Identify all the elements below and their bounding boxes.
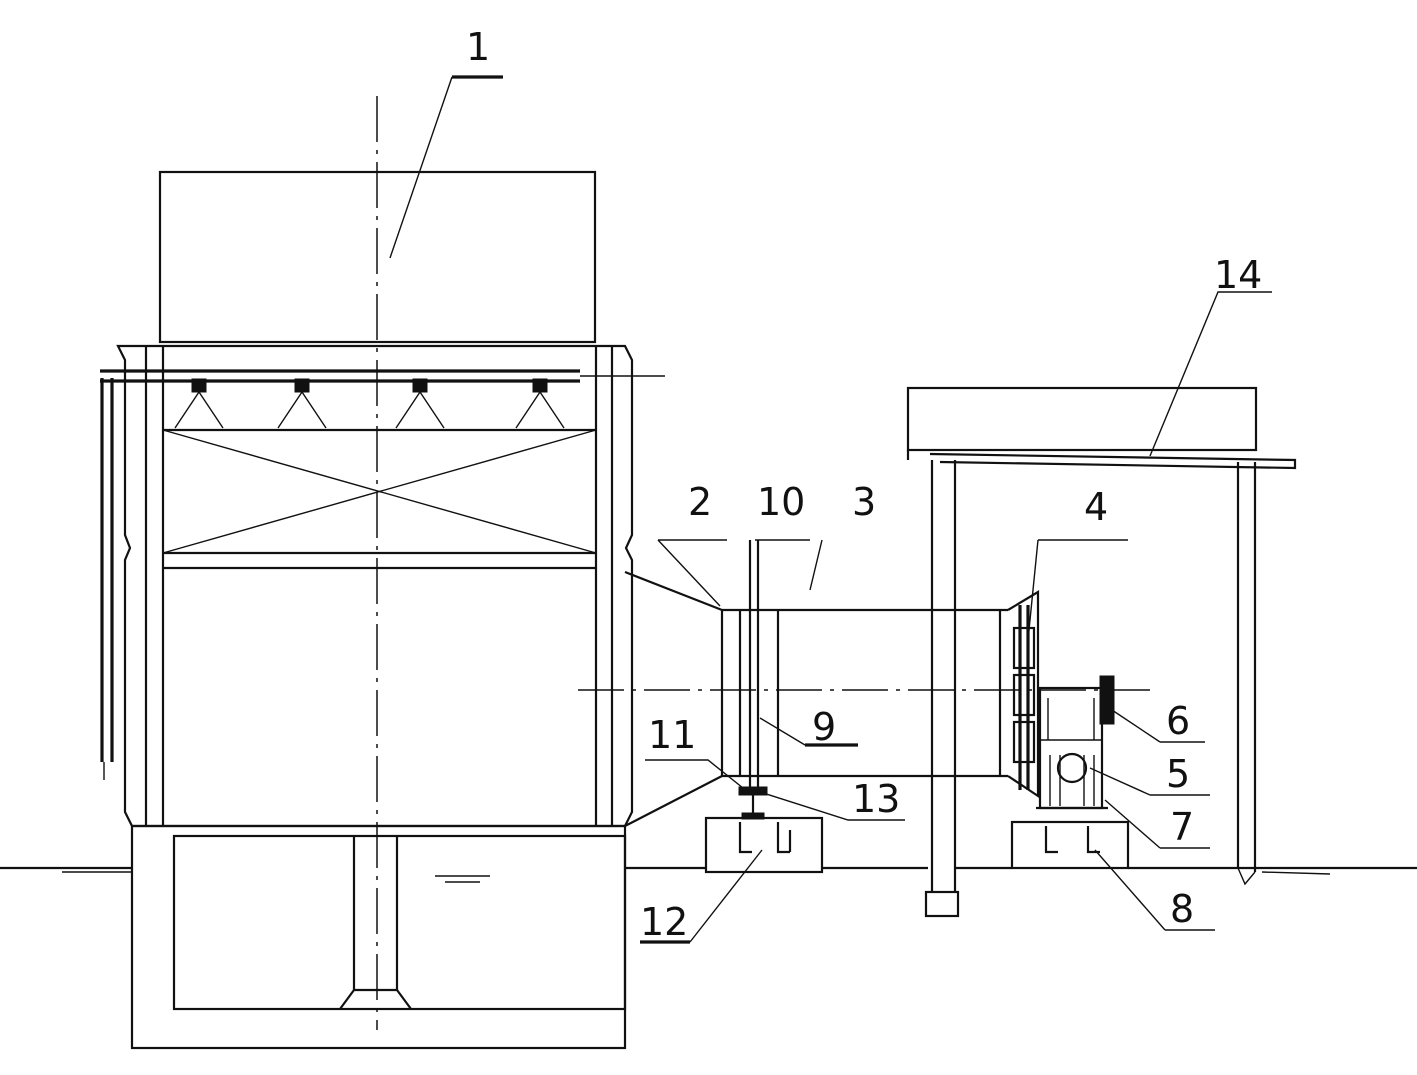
transition-duct: [624, 570, 780, 827]
label-14: 14: [1214, 253, 1262, 297]
label-4: 4: [1084, 485, 1108, 529]
label-9: 9: [812, 705, 836, 749]
fan: [1007, 590, 1040, 799]
spray-nozzles: [174, 378, 565, 429]
label-13: 13: [852, 777, 900, 821]
tower: [100, 96, 665, 1050]
shelter: [906, 386, 1297, 918]
label-1: 1: [466, 25, 490, 69]
label-2: 2: [688, 480, 712, 524]
air-duct: [578, 608, 1150, 778]
ground-line: [0, 866, 1417, 875]
leader-lines: [389, 75, 1272, 944]
label-8: 8: [1170, 887, 1194, 931]
callout-labels: 1 2 10 3 4 14 9 11 13 12 6 5 7 8: [466, 25, 1262, 944]
damper: [738, 540, 768, 820]
motor-assembly: [1036, 675, 1115, 810]
label-12: 12: [640, 900, 688, 944]
label-3: 3: [852, 480, 876, 524]
label-11: 11: [648, 713, 696, 757]
supports: [704, 816, 1130, 874]
label-5: 5: [1166, 752, 1190, 796]
label-10: 10: [757, 480, 805, 524]
label-7: 7: [1170, 805, 1194, 849]
label-6: 6: [1166, 699, 1190, 743]
